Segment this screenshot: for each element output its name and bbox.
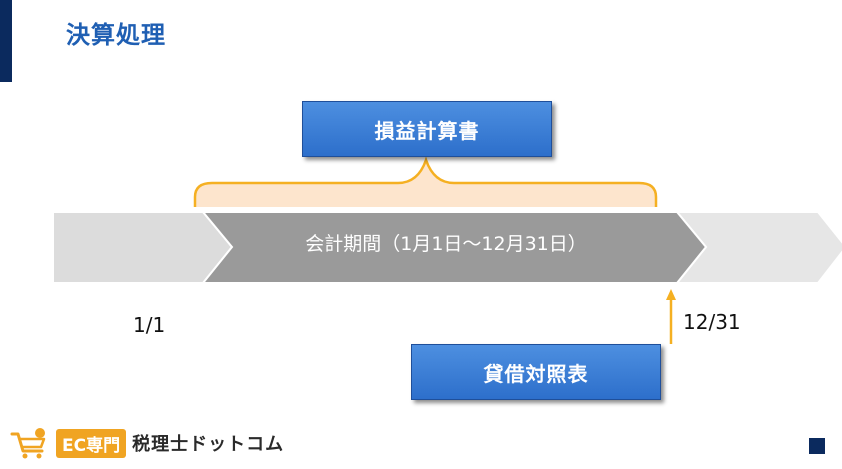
income-statement-box: 損益計算書 bbox=[302, 101, 552, 157]
logo-text: 税理士ドットコム bbox=[132, 434, 285, 455]
corner-square bbox=[809, 438, 825, 454]
cart-icon bbox=[10, 428, 46, 459]
accounting-period-label: 会計期間（1月1日～12月31日） bbox=[305, 233, 587, 255]
start-date-label: 1/1 bbox=[133, 313, 166, 337]
period-brace-fill bbox=[195, 160, 656, 207]
balance-sheet-box: 貸借対照表 bbox=[411, 344, 661, 400]
logo-badge: EC専門 bbox=[56, 428, 127, 458]
company-logo: EC専門 税理士ドットコム bbox=[10, 425, 284, 461]
end-date-label: 12/31 bbox=[683, 310, 741, 334]
accounting-period-arrow bbox=[200, 211, 708, 284]
left-accent-bar bbox=[0, 0, 12, 82]
pre-period-arrow bbox=[52, 211, 234, 284]
period-brace bbox=[193, 156, 658, 207]
page-title: 決算処理 bbox=[66, 21, 166, 49]
period-end-arrow-head bbox=[666, 289, 676, 300]
